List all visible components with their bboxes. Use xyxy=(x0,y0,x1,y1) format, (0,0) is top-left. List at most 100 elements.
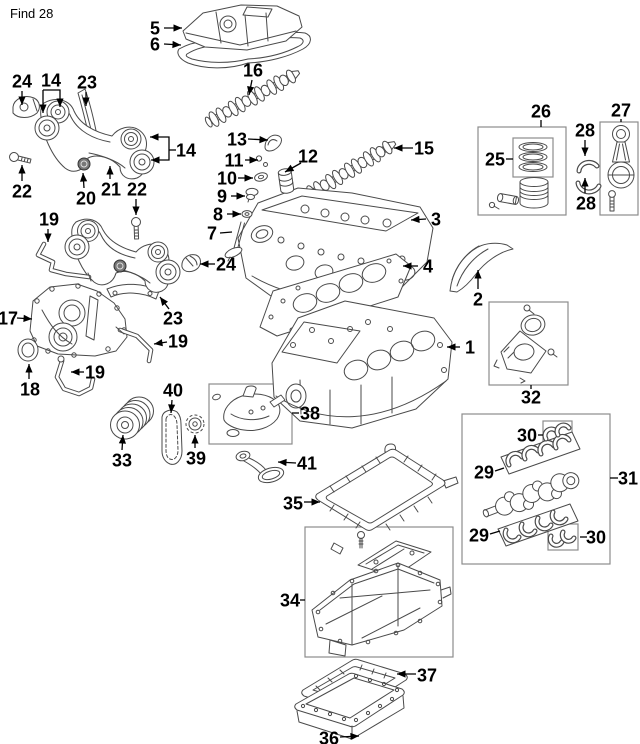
part-number-text: 24 xyxy=(12,72,32,92)
part-crank-pulley[interactable] xyxy=(110,396,154,440)
part-label-34: 34 xyxy=(280,591,305,611)
part-oil-line-lower[interactable] xyxy=(54,355,96,397)
part-oil-pickup-tube[interactable] xyxy=(235,450,285,485)
part-oil-pump-chain[interactable] xyxy=(161,409,183,465)
part-timing-cover[interactable] xyxy=(29,283,128,358)
part-number-text: 31 xyxy=(618,469,638,489)
part-lower-chain-guide[interactable] xyxy=(106,283,160,300)
part-crank-seal[interactable] xyxy=(17,338,39,362)
group-box-25 xyxy=(512,137,554,178)
group-box-26 xyxy=(477,126,567,216)
part-label-36: 36 xyxy=(319,729,360,744)
part-label-13: 13 xyxy=(227,130,269,150)
part-number-text: 28 xyxy=(575,121,595,141)
part-number-text: 32 xyxy=(521,388,541,408)
part-number-text: 29 xyxy=(474,463,494,483)
part-label-20: 20 xyxy=(76,172,96,209)
part-label-27: 27 xyxy=(611,101,631,122)
part-number-text: 2 xyxy=(473,290,483,310)
part-number-text: 9 xyxy=(217,187,227,207)
part-label-3: 3 xyxy=(410,210,441,230)
part-number-text: 15 xyxy=(414,139,434,159)
part-number-text: 6 xyxy=(150,35,160,55)
part-number-text: 8 xyxy=(213,205,223,225)
part-number-text: 11 xyxy=(224,151,243,171)
part-number-text: 35 xyxy=(283,494,303,514)
part-label-15: 15 xyxy=(394,139,434,159)
part-label-30: 30 xyxy=(580,528,606,548)
part-number-text: 21 xyxy=(101,180,121,200)
part-guide-rail-19[interactable] xyxy=(115,326,154,364)
group-box-31 xyxy=(461,413,611,565)
part-bearing-cap-mid[interactable] xyxy=(181,254,201,273)
part-valve-cover[interactable] xyxy=(182,4,303,51)
part-number-text: 27 xyxy=(611,101,631,121)
part-spring-retainer[interactable] xyxy=(254,172,269,183)
part-label-19: 19 xyxy=(39,210,59,242)
part-number-text: 26 xyxy=(531,102,551,122)
part-label-7: 7 xyxy=(207,224,233,244)
part-upper-oil-pan[interactable] xyxy=(311,531,452,657)
part-oil-pump[interactable] xyxy=(212,385,286,437)
part-piston-rings[interactable] xyxy=(518,142,548,172)
part-bolt-22-left[interactable] xyxy=(9,152,32,166)
part-number-text: 18 xyxy=(20,380,40,400)
part-label-28: 28 xyxy=(575,121,595,156)
part-cam-bracket-24[interactable] xyxy=(12,96,40,118)
part-number-text: 14 xyxy=(176,141,196,161)
part-label-14: 14 xyxy=(39,71,64,113)
part-number-text: 33 xyxy=(112,451,132,471)
part-number-text: 37 xyxy=(417,666,437,686)
part-main-bearing-strip-upper[interactable] xyxy=(500,431,581,475)
part-main-bearing-strip-lower[interactable] xyxy=(497,503,579,547)
part-thrust-bearings-upper[interactable] xyxy=(542,422,572,442)
part-label-23: 23 xyxy=(77,73,97,106)
part-spring-seat[interactable] xyxy=(245,187,259,203)
part-rod-bearing-lower[interactable] xyxy=(575,180,602,195)
part-oil-line-upper[interactable] xyxy=(35,241,92,282)
part-number-text: 13 xyxy=(227,130,247,150)
part-label-28: 28 xyxy=(576,178,596,214)
part-valve[interactable] xyxy=(224,221,245,262)
part-head-gasket[interactable] xyxy=(259,253,412,337)
part-label-29: 29 xyxy=(469,526,501,546)
part-rocker-arm[interactable] xyxy=(264,134,282,152)
part-rod-bearing-upper[interactable] xyxy=(576,159,600,174)
part-thrust-bearings-lower[interactable] xyxy=(547,529,577,548)
part-number-text: 29 xyxy=(469,526,489,546)
part-number-text: 1 xyxy=(465,338,475,358)
part-label-25: 25 xyxy=(485,150,513,170)
part-number-text: 23 xyxy=(163,309,183,329)
part-number-text: 28 xyxy=(576,194,596,214)
part-lower-timing-drive[interactable] xyxy=(64,218,181,293)
part-oil-pan-gasket[interactable] xyxy=(315,443,459,531)
part-valve-seal[interactable] xyxy=(241,210,253,218)
part-label-29: 29 xyxy=(474,463,505,483)
part-number-text: 17 xyxy=(0,309,18,329)
part-connecting-rod[interactable] xyxy=(607,125,635,212)
part-oil-pump-sprocket[interactable] xyxy=(185,414,205,434)
part-label-8: 8 xyxy=(213,205,241,225)
part-chain-cover-shield[interactable] xyxy=(449,242,514,293)
part-label-24: 24 xyxy=(12,72,32,105)
part-engine-block[interactable] xyxy=(271,300,453,429)
part-upper-timing-drive[interactable] xyxy=(34,99,155,180)
part-crankshaft[interactable] xyxy=(479,467,582,526)
part-label-35: 35 xyxy=(283,494,320,514)
part-number-text: 41 xyxy=(297,454,317,474)
part-label-40: 40 xyxy=(163,381,183,414)
part-number-text: 22 xyxy=(12,182,32,202)
part-number-text: 5 xyxy=(150,19,160,39)
part-piston[interactable] xyxy=(488,177,549,210)
part-label-2: 2 xyxy=(473,270,483,310)
part-label-11: 11 xyxy=(224,151,258,171)
part-rear-main-seal-kit[interactable] xyxy=(493,304,558,384)
part-number-text: 20 xyxy=(76,189,96,209)
part-intake-camshaft[interactable] xyxy=(203,65,303,130)
part-number-text: 12 xyxy=(298,147,318,167)
part-bolt-22-right[interactable] xyxy=(131,217,141,240)
part-valve-keepers[interactable] xyxy=(255,155,268,167)
